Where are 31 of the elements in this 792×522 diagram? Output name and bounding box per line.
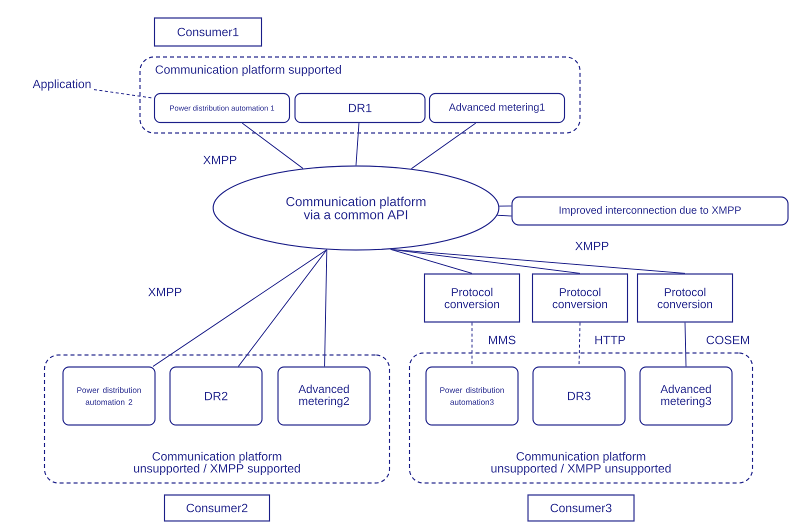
connector-line — [390, 248, 472, 274]
connector-line — [390, 248, 686, 274]
connector-line — [152, 249, 328, 367]
protocol-label: XMPP — [203, 156, 236, 164]
label-box: Protocol conversion — [532, 273, 628, 323]
callout-box: Improved interconnection due to XMPP — [511, 196, 789, 226]
application-box: DR2 — [169, 366, 263, 426]
connector-line — [324, 249, 328, 367]
application-box: Power distribution automation 2 — [62, 366, 156, 426]
label-box: Consumer3 — [527, 494, 635, 522]
protocol-label: XMPP — [148, 288, 182, 296]
connector-line — [578, 322, 580, 367]
label-box: Protocol conversion — [424, 273, 520, 323]
application-box: Advanced metering3 — [639, 366, 733, 426]
application-box: DR3 — [532, 366, 626, 426]
connector-line — [684, 322, 686, 367]
protocol-label: XMPP — [575, 242, 608, 250]
edge-label: MMS — [487, 334, 517, 346]
connector-line — [356, 122, 360, 166]
label-box: Protocol conversion — [636, 273, 734, 323]
application-box: Power distribution automation3 — [425, 366, 519, 426]
application-box: Advanced metering2 — [277, 366, 371, 426]
label-box: Consumer2 — [164, 494, 270, 522]
edge-label: HTTP — [593, 334, 627, 346]
label-box: Consumer1 — [154, 17, 262, 47]
callout-text: Application — [32, 79, 91, 91]
application-box: DR1 — [294, 92, 426, 124]
leader-line — [93, 89, 154, 99]
application-box: Advanced metering1 — [428, 92, 566, 124]
callout-tail — [496, 206, 512, 216]
edge-label: COSEM — [705, 334, 752, 346]
